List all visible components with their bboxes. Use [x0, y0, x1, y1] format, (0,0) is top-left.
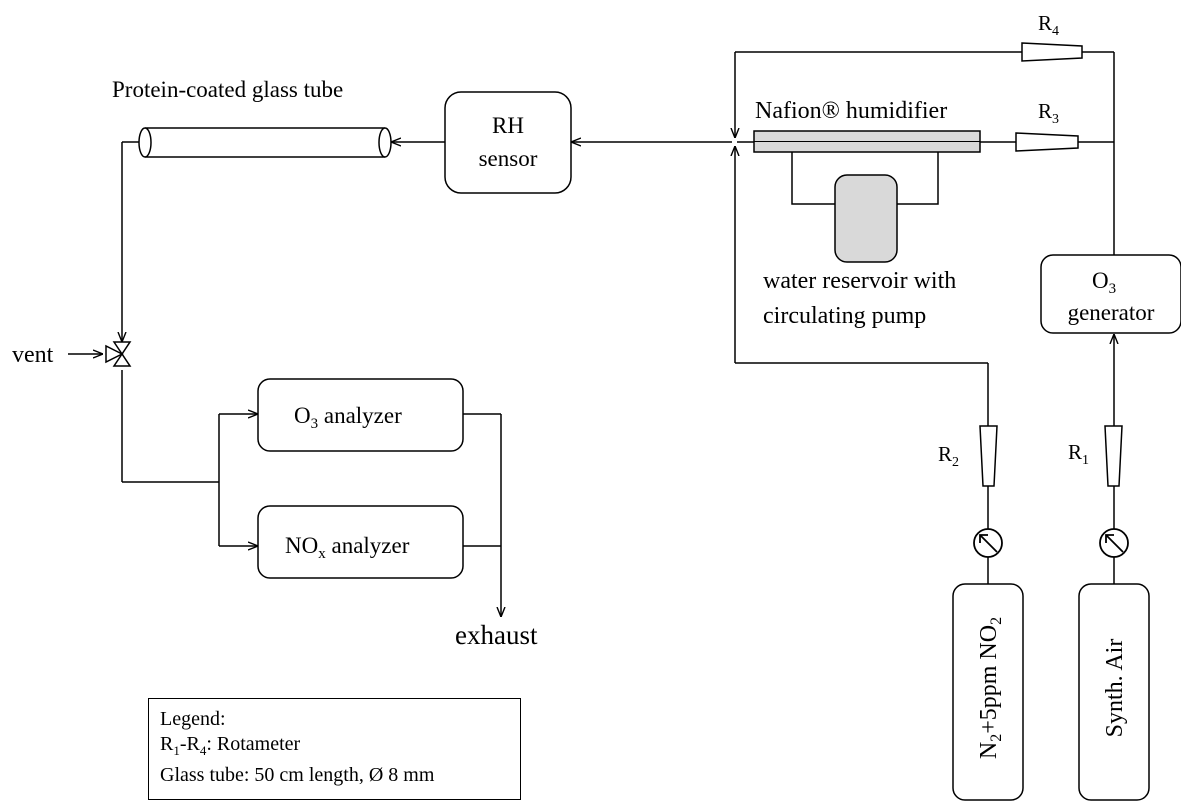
synth-air-cylinder: [1078, 583, 1150, 801]
water-reservoir: [834, 174, 898, 263]
vent-label: vent: [12, 342, 54, 368]
rotameter-r2-icon: [979, 425, 998, 487]
glass-tube-label: Protein-coated glass tube: [112, 77, 343, 102]
n2-no2-cylinder-label: N2+5ppm NO2: [976, 617, 1005, 759]
glass-tube: [138, 127, 392, 158]
reservoir-loop-left: [791, 152, 835, 205]
reservoir-label-1: water reservoir with: [763, 268, 956, 294]
o3-analyzer-label: O3 analyzer: [294, 403, 402, 432]
o3-generator-label-2: generator: [1068, 300, 1155, 325]
rotameter-r3-icon: [1015, 132, 1079, 152]
exhaust-label: exhaust: [455, 620, 538, 650]
nox-analyzer-label: NOx analyzer: [285, 533, 410, 562]
legend-line-glass-tube: Glass tube: 50 cm length, Ø 8 mm: [160, 764, 435, 786]
three-way-valve-icon: [105, 341, 132, 367]
pressure-gauge-n2-icon: [973, 528, 1003, 558]
rh-sensor-box: [444, 91, 572, 194]
humidifier-label: Nafion® humidifier: [755, 98, 947, 124]
o3-generator-label-1: O3: [1092, 268, 1116, 297]
r2-label: R2: [938, 442, 959, 470]
legend-line-rotameter: R1-R4: Rotameter: [160, 733, 301, 758]
r3-label: R3: [1038, 99, 1059, 127]
r4-label: R4: [1038, 11, 1059, 39]
rh-sensor-label-1: RH: [492, 113, 524, 138]
o3-analyzer-box: [257, 378, 464, 452]
o3-generator-box: [1040, 254, 1181, 334]
n2-no2-cylinder: [952, 583, 1024, 801]
pressure-gauge-air-icon: [1099, 528, 1129, 558]
reservoir-label-2: circulating pump: [763, 303, 926, 329]
legend-title: Legend:: [160, 708, 226, 730]
legend-box: Legend: R1-R4: Rotameter Glass tube: 50 …: [148, 698, 521, 800]
rh-sensor-label-2: sensor: [479, 146, 538, 171]
rotameter-r1-icon: [1104, 425, 1123, 487]
synth-air-cylinder-label: Synth. Air: [1102, 639, 1128, 738]
r1-label: R1: [1068, 440, 1089, 468]
nox-analyzer-box: [257, 505, 464, 579]
reservoir-loop-right: [897, 152, 939, 205]
rotameter-r4-icon: [1021, 42, 1083, 62]
